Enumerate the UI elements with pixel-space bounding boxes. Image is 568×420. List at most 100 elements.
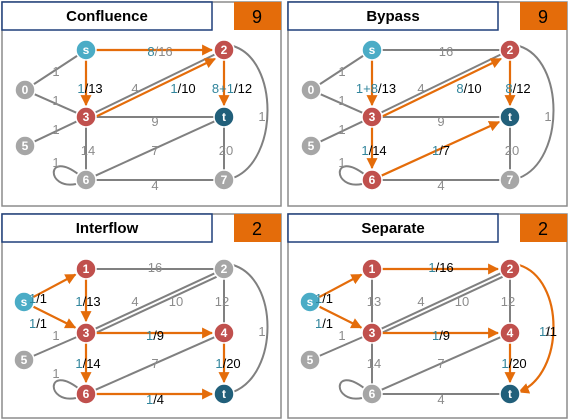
edge-label-part: /4 xyxy=(153,392,164,407)
node-3: 3 xyxy=(75,322,97,344)
edge-label-part: 8 xyxy=(505,81,512,96)
edge-label: 1 xyxy=(52,64,59,79)
edge-label: 1/1 xyxy=(29,316,47,331)
graph-edge xyxy=(338,379,365,400)
score-box xyxy=(520,2,567,30)
edge-label-part: 1 xyxy=(77,81,84,96)
edge-label-part: 1 xyxy=(52,366,59,381)
node-circle xyxy=(299,349,321,371)
panel-title-box xyxy=(1,1,213,31)
graph-edge xyxy=(94,53,216,114)
graph-edge xyxy=(52,165,79,186)
edge-label: 10 xyxy=(169,294,183,309)
edge-label-part: /14 xyxy=(369,143,387,158)
node-circle xyxy=(361,322,383,344)
edge-label-part: 4 xyxy=(151,178,158,193)
node-circle xyxy=(75,258,97,280)
edge-label-part: 1 xyxy=(432,328,439,343)
edge-label: 1/20 xyxy=(501,356,526,371)
edge-label: 1 xyxy=(52,93,59,108)
node-circle xyxy=(300,135,322,157)
node-circle xyxy=(499,169,521,191)
edge-label: 1/7 xyxy=(432,143,450,158)
node-circle xyxy=(213,258,235,280)
node-label: 2 xyxy=(221,262,228,276)
edge-label: 1/16 xyxy=(428,260,453,275)
edge-label-part: 1 xyxy=(544,324,551,339)
edge-label-part: 1 xyxy=(338,93,345,108)
node-6: 6 xyxy=(361,169,383,191)
edge-label-part: /20 xyxy=(509,356,527,371)
edge-label-part: 7 xyxy=(437,356,444,371)
node-3: 3 xyxy=(361,322,383,344)
node-label: 2 xyxy=(221,43,228,57)
edge-label: 1 xyxy=(338,155,345,170)
edges xyxy=(32,44,269,186)
edge-label: 4 xyxy=(151,178,158,193)
node-0: 0 xyxy=(14,79,36,101)
node-circle xyxy=(499,39,521,61)
node-circle xyxy=(361,383,383,405)
node-2: 2 xyxy=(213,39,235,61)
edge-label-part: 1 xyxy=(258,324,265,339)
node-label: 7 xyxy=(507,173,514,187)
graph-edge xyxy=(338,165,365,186)
edge-label-part: 16 xyxy=(148,260,162,275)
edge-label: 12 xyxy=(215,294,229,309)
edge-label: 1/20 xyxy=(215,356,240,371)
edge-label-part: /1 xyxy=(322,316,333,331)
edge-label-part: /14 xyxy=(83,356,101,371)
edge-label-part: 1 xyxy=(315,316,322,331)
node-circle xyxy=(499,383,521,405)
graph-edge xyxy=(94,120,216,177)
edge-label: 1 xyxy=(258,324,265,339)
node-label: 6 xyxy=(83,387,90,401)
edge-label-part: 1 xyxy=(338,64,345,79)
edge-label: 1/13 xyxy=(77,81,102,96)
edge-label-part: 1 xyxy=(75,356,82,371)
node-circle xyxy=(213,39,235,61)
edge-label: 8+1/12 xyxy=(212,81,252,96)
flow-edge xyxy=(96,57,216,118)
edge-label-part: 1 xyxy=(258,109,265,124)
node-circle xyxy=(213,383,235,405)
panel-title: Interflow xyxy=(76,220,139,237)
edges xyxy=(318,263,555,400)
edge-label-part: /16 xyxy=(155,44,173,59)
panel-title-box xyxy=(287,213,499,243)
edge-label-part: /13 xyxy=(378,81,396,96)
edge-label-part: 4 xyxy=(437,392,444,407)
score-box xyxy=(234,2,281,30)
edge-label-part: /9 xyxy=(153,328,164,343)
edge-label-part: 13 xyxy=(367,294,381,309)
edge-label-part: 9 xyxy=(151,114,158,129)
edge-label-part: 10 xyxy=(455,294,469,309)
graph-edge xyxy=(32,336,78,357)
node-label: s xyxy=(307,295,314,309)
node-circle xyxy=(75,383,97,405)
edge-label: 1/9 xyxy=(146,328,164,343)
node-label: 7 xyxy=(221,173,228,187)
node-6: 6 xyxy=(75,383,97,405)
edge-label: 14 xyxy=(81,143,95,158)
node-label: 4 xyxy=(221,326,228,340)
edge-label-part: /13 xyxy=(83,294,101,309)
flow-edge xyxy=(380,120,501,177)
node-label: 2 xyxy=(507,262,514,276)
node-label: t xyxy=(222,387,226,401)
edge-label-part: 1 xyxy=(52,64,59,79)
edge-label: 4 xyxy=(131,81,138,96)
node-label: t xyxy=(508,387,512,401)
edge-label: 9 xyxy=(437,114,444,129)
node-s: s xyxy=(361,39,383,61)
edge-label-part: 1 xyxy=(361,143,368,158)
edge-label-part: 1 xyxy=(428,260,435,275)
node-2: 2 xyxy=(499,39,521,61)
flow-edge xyxy=(517,263,555,394)
edge-label: 1/1 xyxy=(29,291,47,306)
graph-edge xyxy=(94,272,216,330)
graph-edge xyxy=(94,336,216,391)
